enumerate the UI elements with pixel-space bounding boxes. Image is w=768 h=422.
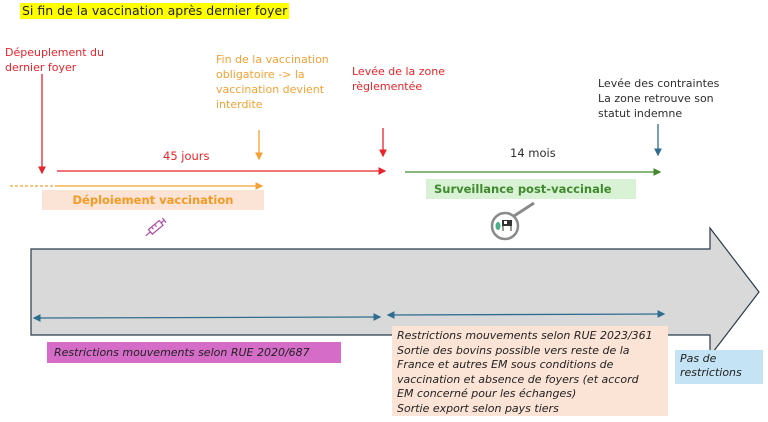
syringe-icon <box>145 217 167 237</box>
restriction-rue-2020-687: Restrictions mouvements selon RUE 2020/6… <box>47 342 341 363</box>
restriction-rue-2023-361: Restrictions mouvements selon RUE 2023/3… <box>392 326 668 416</box>
duration-45-jours: 45 jours <box>163 149 210 163</box>
duration-14-mois: 14 mois <box>510 146 556 160</box>
no-restrictions: Pas de restrictions <box>675 350 763 384</box>
magnifier-cow-icon <box>490 201 535 241</box>
event-fin-vaccination: Fin de la vaccination obligatoire -> la … <box>216 53 329 111</box>
period-arrow-rue-2020 <box>32 313 382 322</box>
event-levee-zone: Levée de la zone règlementée <box>352 65 446 93</box>
phase-surveillance-post-vaccinale: Surveillance post-vaccinale <box>426 179 636 199</box>
diagram-title: Si fin de la vaccination après dernier f… <box>20 3 290 19</box>
main-timeline-arrow <box>30 226 760 358</box>
period-arrow-rue-2023 <box>386 310 666 319</box>
event-levee-contraintes: Levée des contraintes La zone retrouve s… <box>598 77 720 120</box>
event-depeuplement: Dépeuplement du dernier foyer <box>5 46 104 74</box>
phase-deploiement-vaccination: Déploiement vaccination <box>42 190 264 210</box>
